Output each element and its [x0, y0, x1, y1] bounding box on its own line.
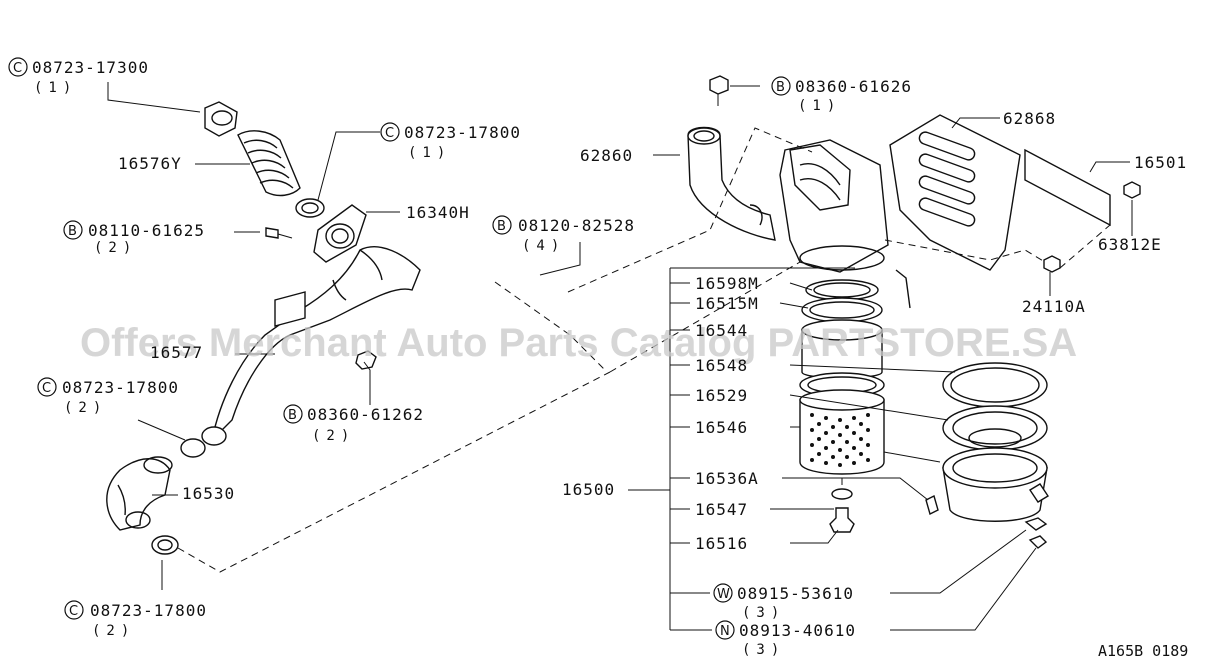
part-qty: (1)	[798, 98, 841, 114]
label-24110A[interactable]: 24110A	[1022, 297, 1086, 316]
leader-lines	[107, 82, 1133, 631]
label-08110-61625[interactable]: B 08110-61625 (2)	[63, 220, 205, 256]
label-08120-82528[interactable]: B 08120-82528 (4)	[492, 215, 635, 254]
label-16547[interactable]: 16547	[695, 500, 748, 519]
prefix-circle-letter: B	[776, 80, 785, 95]
bowl-and-bracket-drawing	[889, 114, 1141, 549]
prefix-circle-letter: B	[288, 408, 297, 423]
assembly-dashed-lines	[177, 127, 1111, 573]
label-16529[interactable]: 16529	[695, 386, 748, 405]
label-08723-17300[interactable]: C 08723-17300 (1)	[8, 57, 149, 96]
label-16536A[interactable]: 16536A	[695, 469, 759, 488]
prefix-circle-letter: B	[68, 224, 77, 239]
label-16500[interactable]: 16500	[562, 480, 615, 499]
part-qty: (2)	[92, 623, 135, 639]
label-16501[interactable]: 16501	[1134, 153, 1187, 172]
prefix-circle-letter: C	[69, 604, 78, 619]
prefix-circle-letter: C	[42, 381, 51, 396]
part-qty: (4)	[522, 238, 565, 254]
diagram-reference-code: A165B 0189	[1098, 642, 1188, 660]
label-16340H[interactable]: 16340H	[406, 203, 470, 222]
label-08913-40610[interactable]: N 08913-40610 (3)	[715, 620, 856, 658]
part-number: 08360-61262	[307, 405, 424, 424]
label-16530[interactable]: 16530	[182, 484, 235, 503]
label-16516[interactable]: 16516	[695, 534, 748, 553]
prefix-circle-letter: W	[717, 587, 730, 602]
label-08723-17800-a[interactable]: C 08723-17800 (1)	[380, 122, 521, 161]
part-qty: (2)	[312, 428, 355, 444]
part-number: 08723-17800	[404, 123, 521, 142]
part-number: 08723-17800	[62, 378, 179, 397]
part-number: 08360-61626	[795, 77, 912, 96]
part-qty: (2)	[64, 400, 107, 416]
label-16546[interactable]: 16546	[695, 418, 748, 437]
label-16548[interactable]: 16548	[695, 356, 748, 375]
prefix-circle-letter: B	[497, 219, 506, 234]
label-62860[interactable]: 62860	[580, 146, 633, 165]
part-qty: (3)	[742, 605, 785, 621]
label-08360-61262[interactable]: B 08360-61262 (2)	[283, 404, 424, 444]
air-cleaner-drawing	[687, 75, 939, 533]
intake-duct-drawing	[106, 101, 421, 555]
label-62868[interactable]: 62868	[1003, 109, 1056, 128]
part-qty: (1)	[34, 80, 77, 96]
part-number: 08915-53610	[737, 584, 854, 603]
part-number: 08723-17800	[90, 601, 207, 620]
label-16576Y[interactable]: 16576Y	[118, 154, 182, 173]
watermark: Offers Merchant Auto Parts Catalog PARTS…	[80, 321, 1077, 365]
label-16598M[interactable]: 16598M	[695, 274, 759, 293]
part-number: 08913-40610	[739, 621, 856, 640]
label-16515M[interactable]: 16515M	[695, 294, 759, 313]
label-08360-61626[interactable]: B 08360-61626 (1)	[771, 76, 912, 114]
prefix-circle-letter: N	[720, 624, 730, 639]
label-08723-17800-b[interactable]: C 08723-17800 (2)	[37, 377, 179, 416]
part-number: 08723-17300	[32, 58, 149, 77]
part-qty: (3)	[742, 642, 785, 658]
filter-perforations	[810, 413, 870, 467]
label-16544[interactable]: 16544	[695, 321, 748, 340]
label-08723-17800-c[interactable]: C 08723-17800 (2)	[64, 600, 207, 639]
label-16577[interactable]: 16577	[150, 343, 203, 362]
part-number: 08120-82528	[518, 216, 635, 235]
prefix-circle-letter: C	[385, 126, 394, 141]
label-08915-53610[interactable]: W 08915-53610 (3)	[713, 583, 854, 621]
part-qty: (1)	[408, 145, 451, 161]
part-number: 08110-61625	[88, 221, 205, 240]
label-63812E[interactable]: 63812E	[1098, 235, 1162, 254]
prefix-circle-letter: C	[13, 61, 22, 76]
part-qty: (2)	[94, 240, 137, 256]
